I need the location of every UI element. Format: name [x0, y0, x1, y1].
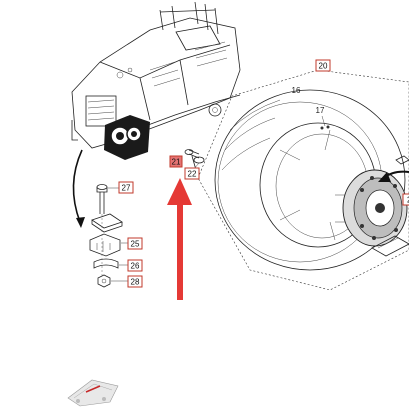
callout-2x-partial: 2	[402, 193, 409, 206]
overview-thumbnail	[67, 379, 119, 407]
callout-21: 21	[169, 155, 183, 168]
bracket-part	[89, 233, 121, 257]
callout-25: 25	[127, 237, 143, 250]
svg-text:21: 21	[172, 158, 181, 167]
callout-22: 22	[184, 167, 200, 180]
hub-motor	[335, 169, 408, 247]
small-part-top-right	[395, 155, 409, 165]
svg-text:16: 16	[292, 86, 301, 95]
callout-20: 20	[315, 59, 331, 72]
motor-block	[104, 115, 150, 160]
wheel-assembly	[197, 69, 409, 291]
clip-part	[93, 258, 119, 269]
mount-bracket	[371, 235, 409, 257]
svg-text:28: 28	[131, 278, 140, 287]
svg-text:27: 27	[122, 184, 131, 193]
label-17: 17	[316, 106, 325, 115]
svg-text:26: 26	[131, 262, 140, 271]
clamp-plate	[91, 213, 123, 233]
callout-26: 26	[127, 259, 143, 272]
svg-text:25: 25	[131, 240, 140, 249]
svg-text:20: 20	[319, 62, 328, 71]
leader-arrow-right	[378, 170, 409, 182]
red-direction-arrow	[167, 178, 192, 300]
bolt-part	[96, 184, 108, 214]
callout-27: 27	[118, 181, 134, 194]
nut-part	[97, 274, 111, 288]
hardware-stack	[89, 184, 128, 288]
machine-body	[71, 1, 241, 160]
svg-text:2: 2	[407, 196, 409, 205]
leader-arrow-left	[72, 149, 85, 228]
callout-28: 28	[127, 275, 143, 288]
bolt-21-assembly	[184, 149, 205, 171]
svg-text:22: 22	[188, 170, 197, 179]
label-16: 16	[292, 86, 301, 95]
svg-text:17: 17	[316, 106, 325, 115]
